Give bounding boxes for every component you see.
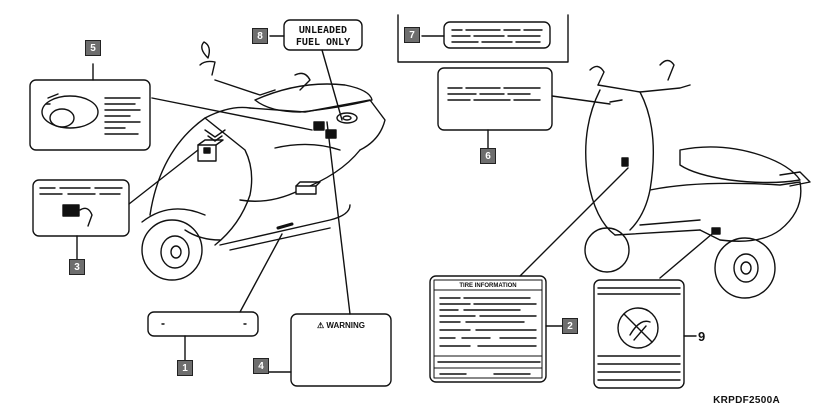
label-8-panel bbox=[269, 19, 363, 121]
warning-label-text: ⚠ WARNING bbox=[317, 321, 365, 330]
tire-information-title: TIRE INFORMATION bbox=[459, 283, 516, 289]
label-4-panel bbox=[267, 121, 392, 387]
callout-9: 9 bbox=[698, 329, 706, 344]
callout-7: 7 bbox=[404, 27, 420, 43]
callout-2: 2 bbox=[562, 318, 578, 334]
left-scooter-illustration bbox=[141, 41, 386, 281]
callout-3: 3 bbox=[69, 259, 85, 275]
label-2-panel bbox=[429, 167, 629, 383]
label-6-panel bbox=[437, 67, 611, 149]
label-5-panel bbox=[29, 63, 313, 151]
fuel-label-line2: FUEL ONLY bbox=[296, 37, 350, 48]
label-3-panel bbox=[32, 149, 199, 261]
figure-code: KRPDF2500A bbox=[713, 395, 780, 406]
label-7-panel bbox=[397, 14, 569, 63]
callout-4: 4 bbox=[253, 358, 269, 374]
label-1-panel bbox=[147, 233, 283, 361]
fuel-label-line1: UNLEADED bbox=[299, 25, 347, 36]
label-9-panel bbox=[593, 233, 713, 389]
callout-6: 6 bbox=[480, 148, 496, 164]
callout-5: 5 bbox=[85, 40, 101, 56]
right-scooter-illustration bbox=[584, 59, 811, 299]
callout-8: 8 bbox=[252, 28, 268, 44]
callout-1: 1 bbox=[177, 360, 193, 376]
